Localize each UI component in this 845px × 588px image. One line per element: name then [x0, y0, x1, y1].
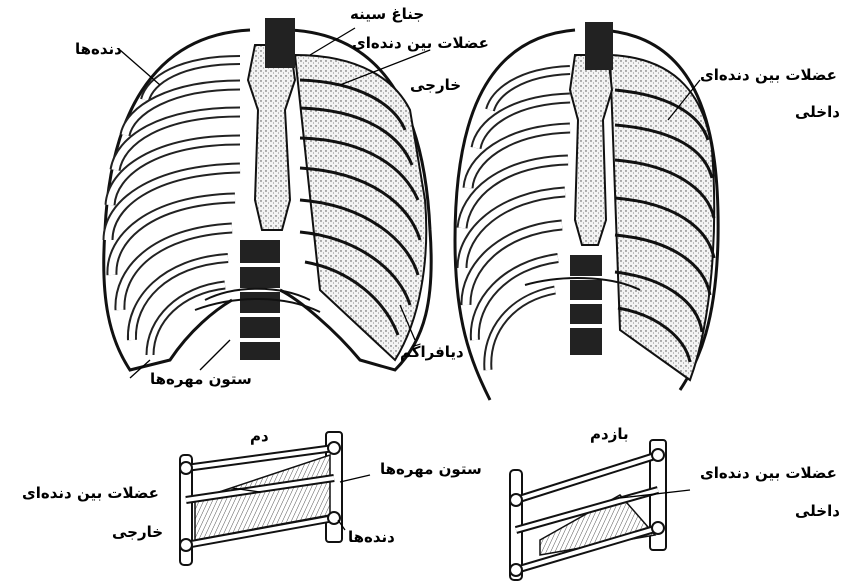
label-external-intercostal-top-1: عضلات بین دنده‌ای — [352, 34, 489, 52]
left-ribcage — [104, 18, 432, 370]
exhale-model — [510, 440, 666, 580]
label-external-intercostal-bottom-2: خارجی — [112, 523, 163, 541]
label-diaphragm: دیافراگم — [400, 343, 464, 361]
label-external-intercostal-bottom-1: عضلات بین دنده‌ای — [22, 484, 159, 502]
right-ribcage — [455, 22, 718, 400]
label-spine-top: ستون مهره‌ها — [150, 370, 252, 388]
label-exhale: بازدم — [590, 425, 629, 443]
label-inhale: دم — [250, 427, 269, 445]
label-external-intercostal-top-2: خارجی — [410, 76, 461, 94]
label-ribs-top: دنده‌ها — [75, 40, 122, 58]
label-spine-bottom: ستون مهره‌ها — [380, 460, 482, 478]
inhale-model — [180, 432, 342, 565]
label-sternum: جناغ سینه — [350, 5, 424, 23]
label-internal-intercostal-top-2: داخلی — [795, 103, 840, 121]
label-internal-intercostal-bottom-1: عضلات بین دنده‌ای — [700, 464, 837, 482]
label-internal-intercostal-bottom-2: داخلی — [795, 502, 840, 520]
label-ribs-bottom: دنده‌ها — [348, 528, 395, 546]
label-internal-intercostal-top-1: عضلات بین دنده‌ای — [700, 66, 837, 84]
